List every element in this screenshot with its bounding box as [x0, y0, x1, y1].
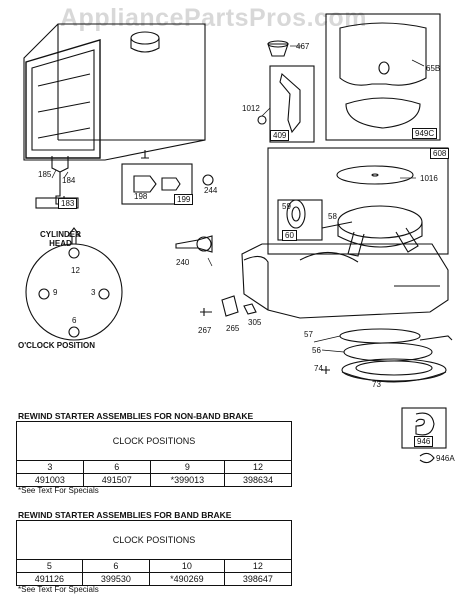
- clock-number-3: 3: [91, 288, 96, 297]
- oclock-position-caption: O'CLOCK POSITION: [18, 341, 96, 350]
- label-73: 73: [372, 380, 381, 389]
- table1-part-cell: 491507: [82, 473, 151, 487]
- label-185: 185: [38, 170, 52, 179]
- clock-number-6: 6: [72, 316, 77, 325]
- table2-part-cell: 398647: [223, 572, 293, 586]
- label-946a: 946A: [436, 454, 455, 463]
- cylinder-head-line-2: HEAD: [49, 239, 72, 248]
- table2-part-cell: 399530: [81, 572, 150, 586]
- table1-part-cell: 398634: [224, 473, 292, 487]
- table1-position-cell: 12: [224, 460, 292, 474]
- label-265: 265: [226, 324, 240, 333]
- clock-number-9: 9: [53, 288, 58, 297]
- label-1016: 1016: [420, 174, 438, 183]
- fuel-valve-drawing: [35, 156, 79, 209]
- label-199: 199: [174, 194, 194, 205]
- table2-note: *See Text For Specials: [18, 585, 99, 594]
- table-row: 491003 491507 *399013 398634: [16, 473, 292, 487]
- label-58: 58: [328, 212, 337, 221]
- table1-note: *See Text For Specials: [18, 486, 99, 495]
- table1-part-cell: 491003: [16, 473, 84, 487]
- watermark: AppliancePartsPros.com: [60, 4, 367, 32]
- table-row: 3 6 9 12: [16, 460, 292, 474]
- table1-header: CLOCK POSITIONS: [16, 421, 292, 461]
- label-608: 608: [430, 148, 450, 159]
- table2-title: REWIND STARTER ASSEMBLIES FOR BAND BRAKE: [18, 510, 232, 520]
- rope-and-ring-drawing: [322, 328, 453, 383]
- bolts-drawing: [200, 295, 257, 317]
- label-184: 184: [62, 176, 76, 185]
- label-267: 267: [198, 326, 212, 335]
- air-cleaner-cover-drawing: [325, 13, 441, 141]
- table-row: 491126 399530 *490269 398647: [16, 572, 293, 586]
- clip-946-drawing: [401, 407, 447, 464]
- table2: CLOCK POSITIONS 5 6 10 12 491126 399530 …: [16, 520, 293, 586]
- label-56: 56: [312, 346, 321, 355]
- label-244: 244: [204, 186, 218, 195]
- label-409: 409: [270, 130, 290, 141]
- label-183: 183: [58, 198, 78, 209]
- table2-header: CLOCK POSITIONS: [16, 520, 292, 560]
- label-59: 59: [282, 202, 291, 211]
- fitting-198-drawing: [121, 163, 214, 205]
- label-74: 74: [314, 364, 323, 373]
- table1-position-cell: 6: [82, 460, 151, 474]
- cap-467-drawing: [267, 40, 289, 57]
- part-240-drawing: [175, 235, 213, 253]
- label-57: 57: [304, 330, 313, 339]
- table2-part-cell: *490269: [148, 572, 225, 586]
- clock-face-drawing: [25, 227, 123, 341]
- table2-position-cell: 10: [148, 559, 225, 573]
- label-60: 60: [282, 230, 297, 241]
- table-row: 5 6 10 12: [16, 559, 293, 573]
- table1-part-cell: *399013: [149, 473, 226, 487]
- cylinder-head-label: CYLINDER HEAD: [40, 230, 81, 248]
- label-65b: 65B: [426, 64, 441, 73]
- table2-position-cell: 5: [16, 559, 83, 573]
- label-240: 240: [176, 258, 190, 267]
- starter-housing-drawing: [241, 147, 449, 319]
- pulley-drawing: [277, 199, 353, 241]
- fuel-tank-drawing: [23, 23, 206, 161]
- table1-position-cell: 9: [149, 460, 226, 474]
- clock-number-12: 12: [71, 266, 80, 275]
- label-949c: 949C: [412, 128, 438, 139]
- label-1012: 1012: [242, 104, 260, 113]
- label-305: 305: [248, 318, 262, 327]
- table2-position-cell: 6: [81, 559, 150, 573]
- label-198: 198: [134, 192, 148, 201]
- table2-position-cell: 12: [223, 559, 293, 573]
- label-467: 467: [296, 42, 310, 51]
- leader-lines: [51, 45, 425, 353]
- table1-title: REWIND STARTER ASSEMBLIES FOR NON-BAND B…: [18, 411, 254, 421]
- label-946: 946: [414, 436, 434, 447]
- table2-part-cell: 491126: [16, 572, 83, 586]
- cylinder-head-line-1: CYLINDER: [40, 230, 81, 239]
- table1: CLOCK POSITIONS 3 6 9 12 491003 491507 *…: [16, 421, 292, 487]
- table1-position-cell: 3: [16, 460, 84, 474]
